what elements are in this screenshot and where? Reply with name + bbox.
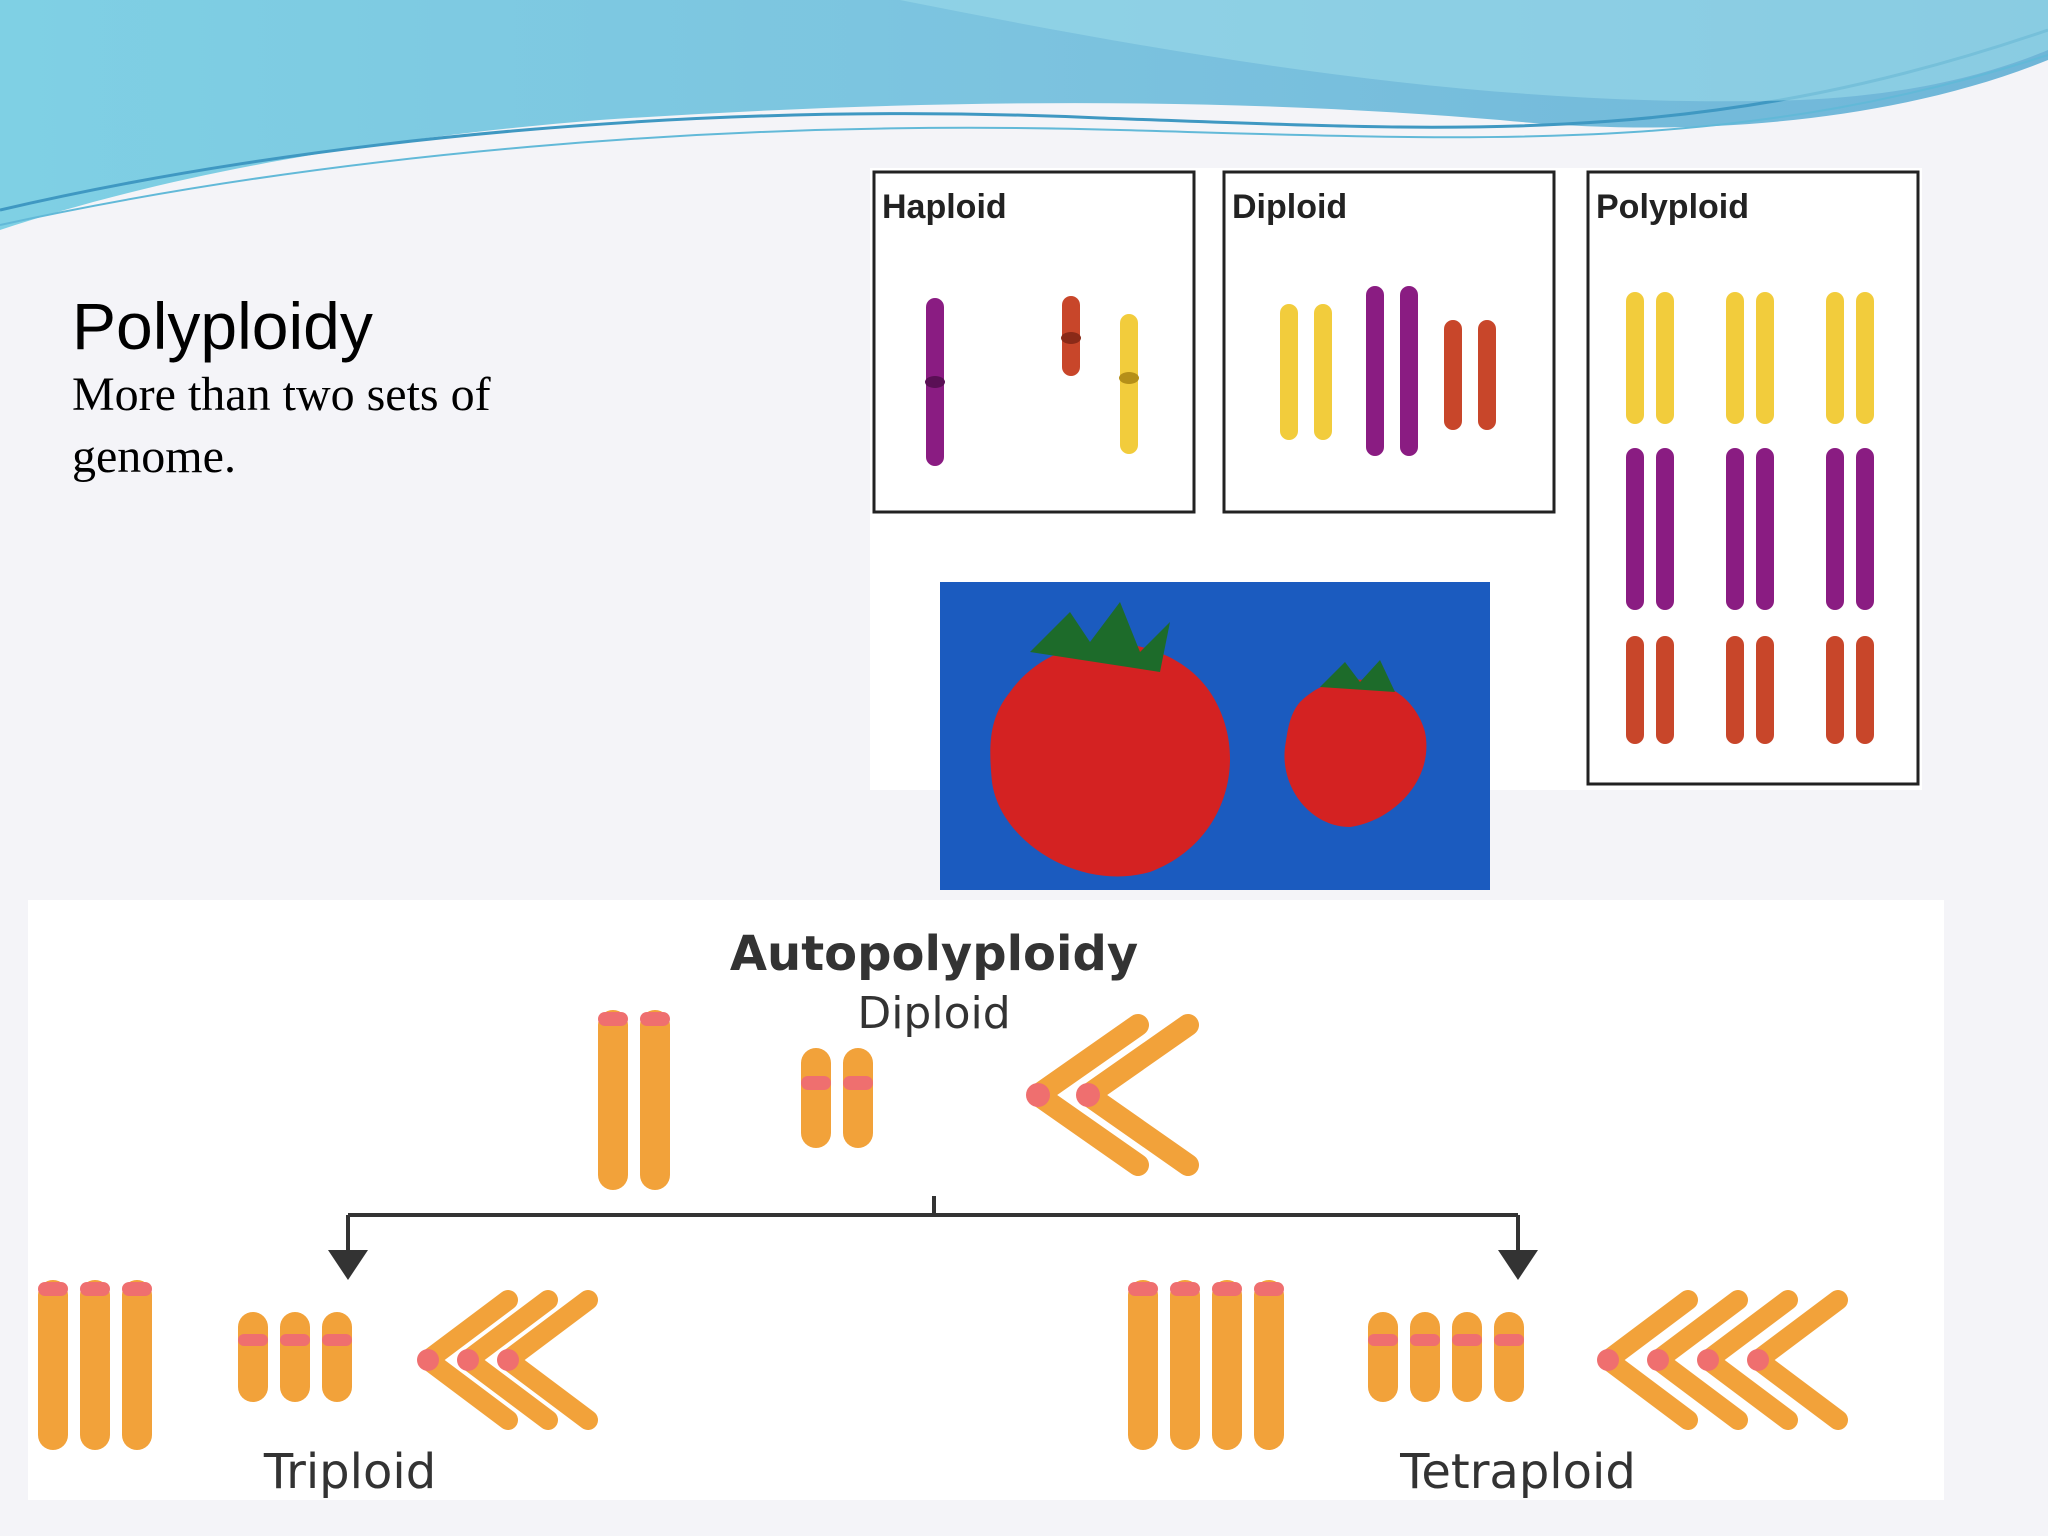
autopolyploidy-diagram: Autopolyploidy Diploid	[28, 900, 1944, 1500]
haploid-chromosomes	[925, 296, 1139, 466]
triploid-label: Triploid	[263, 1444, 436, 1500]
ploidy-figure: Haploid Diploid Polyploid	[870, 168, 1922, 790]
large-strawberry	[990, 602, 1230, 877]
strawberry-photo	[940, 582, 1490, 890]
diploid-label: Diploid	[1232, 188, 1347, 226]
autopolyploidy-title: Autopolyploidy	[730, 926, 1138, 982]
header-wave-decoration	[0, 0, 2048, 230]
left-arrowhead	[328, 1250, 368, 1280]
tetraploid-label: Tetraploid	[1399, 1444, 1636, 1500]
diploid-panel	[1222, 170, 1556, 514]
slide-title: Polyploidy	[72, 289, 373, 363]
diploid-chromosomes	[1280, 286, 1496, 456]
right-arrowhead	[1498, 1250, 1538, 1280]
diploid-parent-label: Diploid	[857, 988, 1010, 1039]
slide-body-text: More than two sets of genome.	[72, 368, 491, 483]
branch-arrows	[346, 1196, 1520, 1250]
polyploid-label: Polyploid	[1596, 188, 1749, 226]
diploid-chromosome-set	[598, 1010, 1199, 1190]
haploid-label: Haploid	[882, 188, 1007, 226]
triploid-chromosome-set	[38, 1280, 598, 1450]
polyploid-chromosomes	[1626, 292, 1874, 744]
tetraploid-chromosome-set	[1128, 1280, 1848, 1450]
small-strawberry	[1284, 660, 1427, 827]
